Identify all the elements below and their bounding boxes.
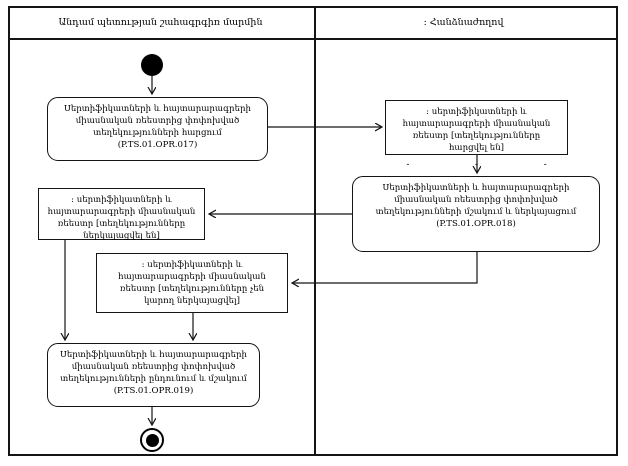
object-node-register-not-presented: : սերտիֆիկատների և հայտարարագրերի միասնա… [96,253,288,313]
final-node-core [145,433,159,447]
dash: - [543,160,547,171]
diagram-outer-frame [8,6,618,456]
swimlane-header-commission: : Հանձնաժողով [313,6,614,38]
dash: - [406,160,410,171]
object-node-register-not-presented-label: : սերտիֆիկատների և հայտարարագրերի միասնա… [118,260,266,306]
object-node-register-presented: : սերտիֆիկատների և հայտարարագրերի միասնա… [38,188,205,241]
initial-node [141,54,163,76]
swimlane-title-commission: : Հանձնաժողով [423,16,504,28]
swimlane-divider [314,6,316,456]
object-node-register-requested: : սերտիֆիկատների և հայտարարագրերի միասնա… [385,100,568,170]
activity-opr019-label: Սերտիֆիկատների և հայտարարագրերի միասնակա… [60,350,247,396]
swimlane-header-member-state: Անդամ պետության շահագրգիռ մարմին [8,6,313,38]
final-node [140,428,164,452]
activity-opr018-label: Սերտիֆիկատների և հայտարարագրերի միասնակա… [375,183,577,229]
activity-opr017: Սերտիֆիկատների և հայտարարագրերի միասնակա… [47,97,268,161]
activity-opr017-label: Սերտիֆիկատների և հայտարարագրերի միասնակա… [64,104,251,150]
dash: - [474,160,479,171]
activity-opr019: Սերտիֆիկատների և հայտարարագրերի միասնակա… [47,343,260,407]
object-node-register-requested-label: : սերտիֆիկատների և հայտարարագրերի միասնա… [402,107,551,153]
activity-opr018: Սերտիֆիկատների և հայտարարագրերի միասնակա… [352,176,600,252]
object-node-compartment-dashes: - - - [406,159,546,171]
object-node-register-presented-label: : սերտիֆիկատների և հայտարարագրերի միասնա… [47,195,196,241]
swimlane-header-row: Անդամ պետության շահագրգիռ մարմին : Հանձն… [8,6,618,40]
swimlane-title-member-state: Անդամ պետության շահագրգիռ մարմին [58,16,263,28]
